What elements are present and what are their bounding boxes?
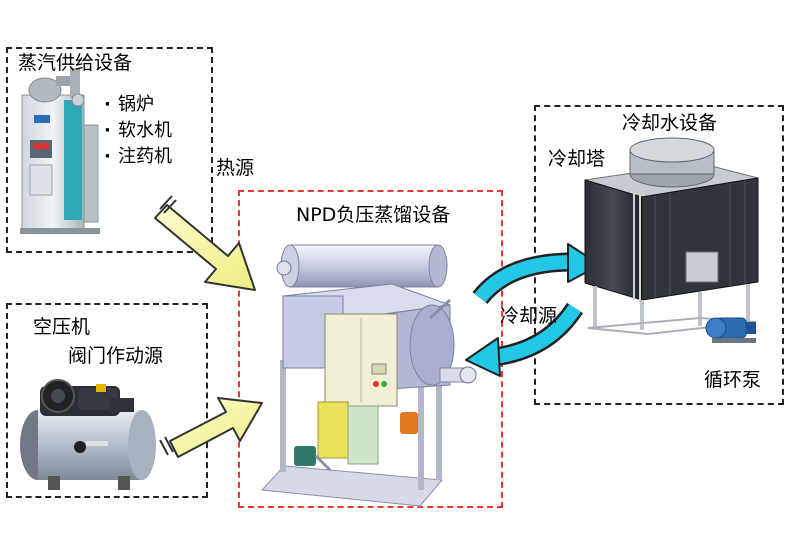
steam-supply-title: 蒸汽供给设备 bbox=[18, 52, 133, 74]
air-compressor-image bbox=[20, 379, 156, 490]
steam-supply-item: 注药机 bbox=[104, 144, 172, 170]
cooling-source-label: 冷却源 bbox=[500, 305, 558, 327]
cooling-tower-image bbox=[584, 137, 759, 336]
heat-source-label: 热源 bbox=[216, 157, 255, 179]
npd-unit-title: NPD负压蒸馏设备 bbox=[296, 204, 451, 226]
cooling-water-title: 冷却水设备 bbox=[622, 112, 718, 134]
cooling-cycle-arrows bbox=[465, 243, 601, 377]
boiler-image bbox=[20, 68, 100, 234]
circulation-pump-label: 循环泵 bbox=[704, 369, 762, 391]
steam-supply-item: 软水机 bbox=[104, 118, 172, 144]
steam-supply-group bbox=[6, 47, 213, 253]
cooling-tower-label: 冷却塔 bbox=[548, 148, 606, 170]
steam-supply-item: 锅炉 bbox=[104, 92, 172, 118]
cooling-water-group bbox=[534, 105, 784, 405]
heat-source-arrow bbox=[154, 195, 256, 291]
air-supply-arrow bbox=[159, 397, 263, 458]
steam-supply-item-list: 锅炉 软水机 注药机 bbox=[104, 92, 172, 170]
air-compressor-group bbox=[6, 303, 208, 498]
air-compressor-title: 空压机 bbox=[33, 316, 91, 338]
air-compressor-subtitle: 阀门作动源 bbox=[68, 345, 164, 367]
npd-unit-image bbox=[260, 244, 477, 507]
circulation-pump-image bbox=[705, 317, 756, 343]
